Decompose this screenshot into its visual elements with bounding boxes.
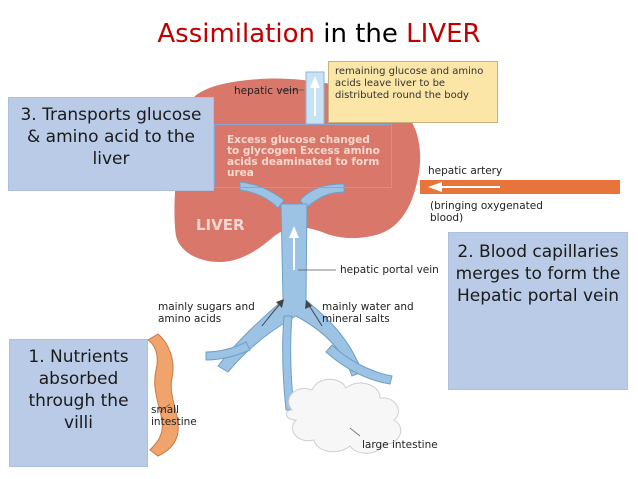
callout-step-3: 3. Transports glucose & amino acid to th… — [8, 97, 214, 191]
hepatic-portal-vein-tree — [205, 181, 393, 411]
large-intestine-pointer — [349, 427, 361, 437]
callout-step-2: 2. Blood capillaries merges to form the … — [448, 232, 628, 390]
title-part-3: LIVER — [406, 19, 481, 49]
liver-label: LIVER — [196, 216, 245, 234]
hepatic-portal-vein-label: hepatic portal vein — [340, 264, 439, 276]
small-intestine-label: small intestine — [151, 404, 197, 428]
remaining-nutrients-note: remaining glucose and amino acids leave … — [328, 61, 498, 123]
sugars-arrowhead — [276, 299, 284, 308]
large-intestine-label: large intestine — [362, 439, 438, 451]
title-part-1: Assimilation — [157, 19, 315, 49]
small-intestine-pointer — [159, 403, 171, 413]
sugars-label: mainly sugars and amino acids — [158, 301, 255, 325]
water-arrowhead — [305, 300, 312, 309]
liver-function-note: Excess glucose changed to glycogen Exces… — [214, 124, 392, 188]
water-salts-label: mainly water and mineral salts — [322, 301, 414, 325]
oxygenated-blood-label: (bringing oxygenated blood) — [430, 200, 543, 224]
small-intestine-shape — [147, 333, 179, 457]
slide-title: Assimilation in the LIVER — [0, 18, 638, 50]
portal-flow-arrow — [289, 226, 299, 238]
title-part-2: in the — [323, 19, 398, 49]
hepatic-artery-vessel — [420, 180, 620, 194]
hepatic-vein-arrow — [310, 76, 320, 88]
hepatic-vein-label: hepatic vein — [234, 85, 299, 97]
large-intestine-shape — [286, 378, 402, 454]
callout-step-1: 1. Nutrients absorbed through the villi — [9, 339, 148, 467]
hepatic-artery-label: hepatic artery — [428, 165, 503, 177]
hepatic-artery-arrow — [428, 182, 442, 192]
